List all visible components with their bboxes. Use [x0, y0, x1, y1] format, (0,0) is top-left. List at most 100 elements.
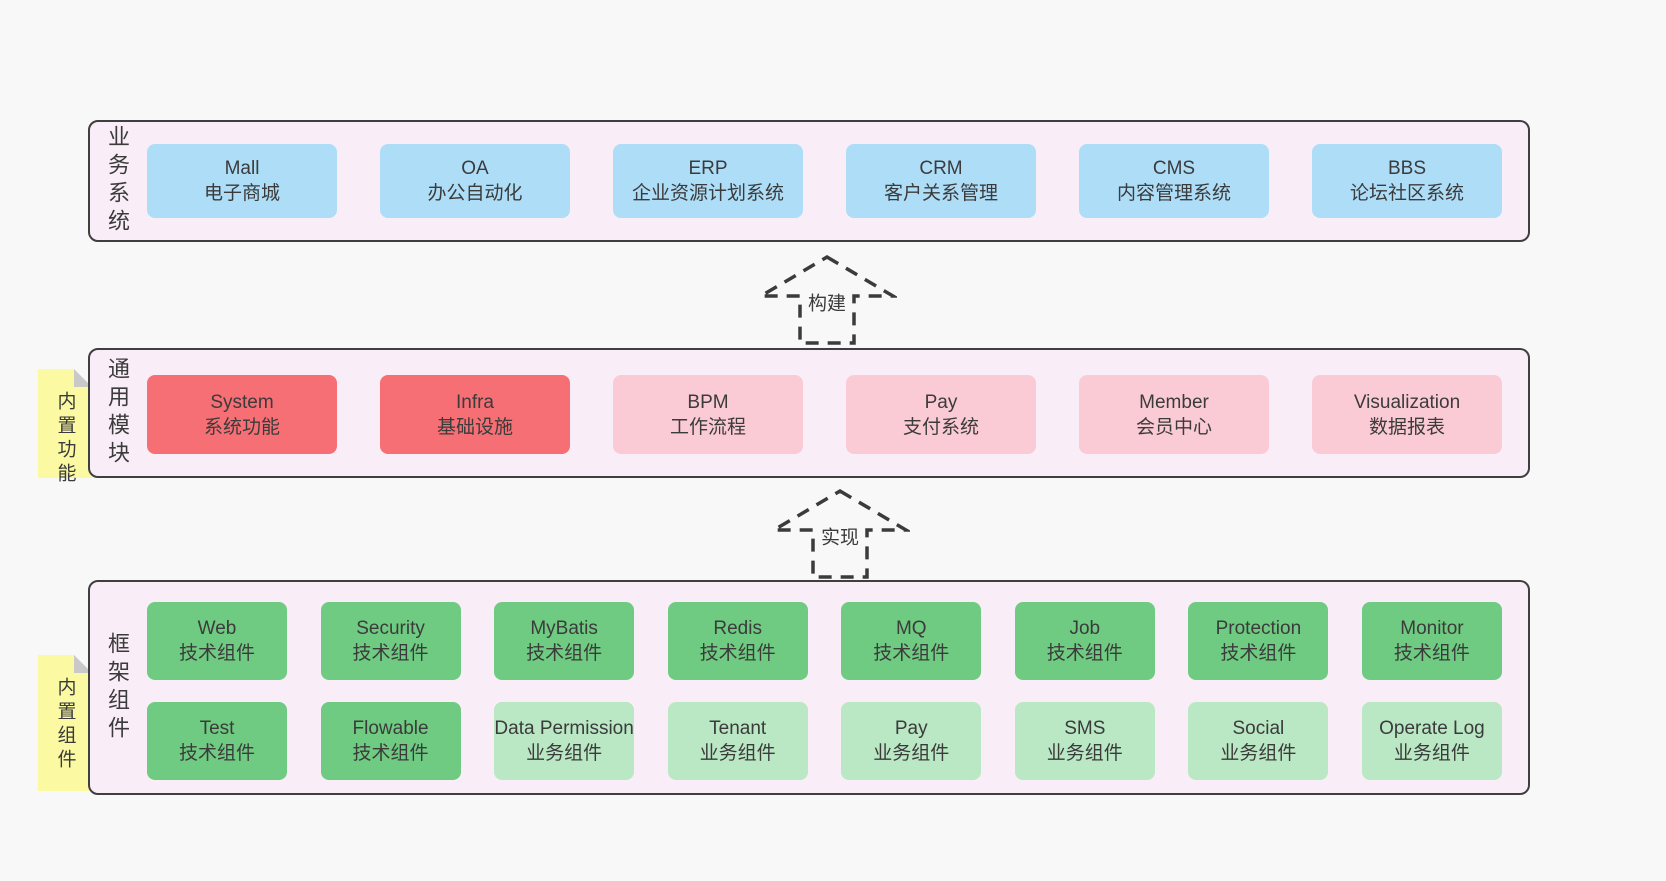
module-box-test: Test 技术组件	[147, 702, 287, 780]
module-box-sms: SMS 业务组件	[1014, 702, 1155, 780]
module-box-tenant: Tenant 业务组件	[667, 702, 808, 780]
module-box-data-permission: Data Permission 业务组件	[494, 702, 635, 780]
box-title: Tenant	[709, 718, 767, 739]
module-box-job: Job 技术组件	[1014, 602, 1155, 680]
module-box-visualization: Visualization 数据报表	[1312, 375, 1502, 454]
box-subtitle: 企业资源计划系统	[631, 183, 784, 204]
box-title: Redis	[713, 618, 762, 639]
box-title: SMS	[1064, 718, 1106, 739]
sticky-note-built-in-components: 内置组件	[38, 655, 92, 791]
box-subtitle: 会员中心	[1135, 416, 1212, 438]
box-title: System	[210, 391, 274, 413]
box-title: MyBatis	[530, 618, 598, 639]
module-box-web: Web 技术组件	[147, 602, 287, 680]
box-title: Flowable	[352, 718, 429, 739]
layer-label-framework: 框架组件	[105, 631, 130, 744]
module-box-system: System 系统功能	[147, 375, 337, 454]
box-subtitle: 客户关系管理	[883, 183, 998, 204]
box-title: BBS	[1387, 158, 1427, 179]
box-title: ERP	[688, 158, 728, 179]
box-subtitle: 业务组件	[1393, 743, 1470, 764]
module-box-pay: Pay 业务组件	[841, 702, 982, 780]
box-subtitle: 电子商城	[203, 183, 280, 204]
box-subtitle: 技术组件	[1393, 643, 1470, 664]
box-subtitle: 技术组件	[1046, 643, 1123, 664]
box-subtitle: 技术组件	[873, 643, 950, 664]
module-box-bbs: BBS 论坛社区系统	[1312, 144, 1502, 218]
box-subtitle: 工作流程	[669, 416, 746, 438]
box-title: Web	[197, 618, 237, 639]
layer-label-modules: 通用模块	[105, 357, 130, 469]
module-box-member: Member 会员中心	[1079, 375, 1269, 454]
box-title: Visualization	[1353, 391, 1461, 413]
module-box-erp: ERP 企业资源计划系统	[613, 144, 803, 218]
box-subtitle: 基础设施	[436, 416, 513, 438]
module-box-operate-log: Operate Log 业务组件	[1361, 702, 1502, 780]
box-title: Operate Log	[1379, 718, 1485, 739]
box-title: Member	[1139, 391, 1209, 413]
box-title: Pay	[894, 718, 928, 739]
box-title: MQ	[895, 618, 927, 639]
module-box-monitor: Monitor 技术组件	[1361, 602, 1502, 680]
module-box-infra: Infra 基础设施	[380, 375, 570, 454]
box-title: Test	[199, 718, 235, 739]
box-subtitle: 系统功能	[203, 416, 280, 438]
box-title: Data Permission	[494, 718, 634, 739]
box-title: CMS	[1152, 158, 1196, 179]
module-box-cms: CMS 内容管理系统	[1079, 144, 1269, 218]
box-title: Pay	[924, 391, 958, 413]
box-subtitle: 数据报表	[1368, 416, 1445, 438]
dashed-up-arrow-icon	[757, 254, 897, 345]
box-subtitle: 业务组件	[526, 743, 603, 764]
box-title: Job	[1069, 618, 1101, 639]
sticky-note-label: 内置功能	[54, 391, 76, 487]
box-subtitle: 业务组件	[699, 743, 776, 764]
dashed-up-arrow-icon	[770, 488, 910, 579]
box-subtitle: 技术组件	[699, 643, 776, 664]
box-title: Infra	[455, 391, 495, 413]
box-subtitle: 技术组件	[1220, 643, 1297, 664]
box-subtitle: 业务组件	[873, 743, 950, 764]
box-subtitle: 办公自动化	[427, 183, 523, 204]
box-subtitle: 业务组件	[1220, 743, 1297, 764]
module-box-security: Security 技术组件	[320, 602, 461, 680]
box-title: Monitor	[1400, 618, 1464, 639]
modules-box-row: System 系统功能 Infra 基础设施 BPM 工作流程 Pay 支付系统 Member 会…	[147, 375, 1502, 454]
module-box-oa: OA 办公自动化	[380, 144, 570, 218]
box-subtitle: 技术组件	[352, 643, 429, 664]
box-subtitle: 支付系统	[902, 416, 979, 438]
build-arrow: 构建	[757, 254, 897, 346]
box-subtitle: 业务组件	[1046, 743, 1123, 764]
box-title: CRM	[919, 158, 963, 179]
box-title: BPM	[687, 391, 729, 413]
module-box-mq: MQ 技术组件	[841, 602, 982, 680]
box-title: Security	[356, 618, 425, 639]
implement-arrow: 实现	[770, 488, 910, 580]
box-subtitle: 论坛社区系统	[1349, 183, 1464, 204]
module-box-redis: Redis 技术组件	[667, 602, 808, 680]
box-subtitle: 技术组件	[178, 643, 255, 664]
layer-common-modules: 通用模块 System 系统功能 Infra 基础设施 BPM 工作流程 Pay 支付系统 Me…	[88, 348, 1530, 478]
box-subtitle: 内容管理系统	[1116, 183, 1231, 204]
module-box-bpm: BPM 工作流程	[613, 375, 803, 454]
box-subtitle: 技术组件	[178, 743, 255, 764]
sticky-note-built-in-features: 内置功能	[38, 369, 92, 487]
sticky-note-label: 内置组件	[54, 677, 76, 773]
box-title: OA	[461, 158, 489, 179]
module-box-crm: CRM 客户关系管理	[846, 144, 1036, 218]
arrow-label: 实现	[816, 521, 864, 551]
box-subtitle: 技术组件	[352, 743, 429, 764]
module-box-pay: Pay 支付系统	[846, 375, 1036, 454]
box-title: Social	[1232, 718, 1285, 739]
module-box-flowable: Flowable 技术组件	[320, 702, 461, 780]
layer-label-business: 业务系统	[105, 125, 130, 237]
